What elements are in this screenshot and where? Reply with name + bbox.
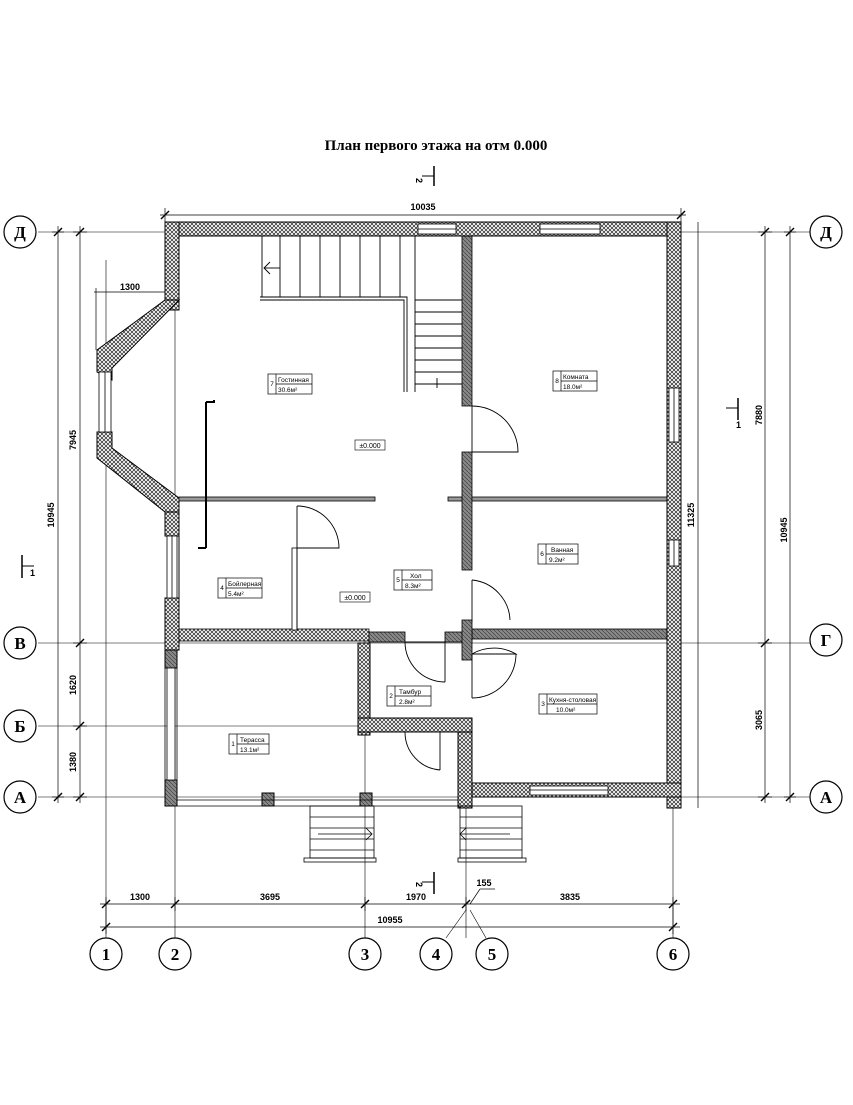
room-area-bedroom: 18.0м² — [563, 384, 583, 391]
section-mark-bottom-label: 2 — [414, 882, 424, 887]
room-area-hall: 8.3м² — [405, 583, 422, 590]
room-area-bathroom: 9.2м² — [549, 557, 566, 564]
dim-bottom-total: 10955 — [377, 915, 402, 925]
room-name-vestibule: Тамбур — [399, 688, 421, 696]
section-mark-top-label: 2 — [414, 178, 424, 183]
dim-bottom-5: 3835 — [560, 892, 580, 902]
room-name-kitchen: Кухня-столовая — [549, 697, 597, 704]
room-name-bathroom: Ванная — [551, 547, 574, 554]
dim-bottom-2: 3695 — [260, 892, 280, 902]
dim-right-1: 7880 — [754, 405, 764, 425]
entrance-stairs — [303, 805, 527, 863]
exterior-walls — [96, 221, 682, 809]
axis-label-right-d: Д — [820, 223, 832, 242]
axis-label-2: 2 — [171, 945, 180, 964]
level-mark-2-text: ±0.000 — [344, 595, 365, 602]
axis-bubble-left-a — [3, 780, 37, 814]
axis-label-left-b: Б — [14, 717, 25, 736]
windows — [98, 223, 680, 796]
axis-label-right-a: А — [820, 788, 833, 807]
stairs — [260, 236, 462, 392]
dim-right-2: 3065 — [754, 710, 764, 730]
room-num-hall: 5 — [396, 577, 400, 584]
axis-bubble-4 — [419, 937, 453, 971]
section-mark-top: 2 — [414, 166, 435, 186]
axis-bubble-left-v — [3, 626, 37, 660]
room-label-boiler: 4 Бойлерная 5.4м² — [217, 577, 263, 599]
room-area-living: 30.6м² — [278, 387, 298, 394]
room-area-kitchen: 10.0м² — [556, 707, 576, 714]
axis-bubble-left-d — [3, 215, 37, 249]
room-num-bedroom: 8 — [555, 378, 559, 385]
partition — [198, 400, 215, 549]
axis-bubble-left-b — [3, 709, 37, 743]
room-label-kitchen: 3 Кухня-столовая 10.0м² — [538, 693, 598, 715]
room-area-terrace: 13.1м² — [240, 747, 260, 754]
section-mark-right-label: 1 — [736, 420, 741, 430]
section-mark-bottom: 2 — [414, 872, 435, 894]
axis-label-6: 6 — [669, 945, 678, 964]
axis-label-1: 1 — [102, 945, 111, 964]
axis-bubble-right-a — [809, 780, 843, 814]
axis-label-4: 4 — [432, 945, 441, 964]
axis-label-left-a: А — [14, 788, 27, 807]
room-label-vestibule: 2 Тамбур 2.8м² — [386, 685, 432, 707]
dim-left-3: 1380 — [68, 752, 78, 772]
section-mark-right: 1 — [726, 398, 741, 430]
room-area-vestibule: 2.8м² — [399, 699, 416, 706]
level-mark-1-text: ±0.000 — [359, 443, 380, 450]
level-mark-1: ±0.000 — [354, 439, 386, 451]
level-mark-2: ±0.000 — [339, 591, 371, 603]
dim-left-1: 7945 — [68, 430, 78, 450]
room-label-hall: 5 Хол 8.3м² — [393, 569, 433, 591]
room-label-terrace: 1 Терасса 13.1м² — [228, 733, 270, 755]
axis-bubble-right-d — [809, 215, 843, 249]
room-num-bathroom: 6 — [540, 551, 544, 558]
room-area-boiler: 5.4м² — [228, 591, 245, 598]
room-num-terrace: 1 — [231, 741, 235, 748]
dim-left-2: 1620 — [68, 675, 78, 695]
dim-right-total: 10945 — [779, 517, 789, 542]
axis-bubble-right-g — [809, 623, 843, 657]
dim-bottom-1: 1300 — [130, 892, 150, 902]
room-name-terrace: Терасса — [240, 737, 265, 744]
room-name-hall: Хол — [410, 573, 422, 580]
room-num-living: 7 — [270, 381, 274, 388]
section-mark-left: 1 — [21, 555, 35, 578]
dim-right-inner: 11325 — [686, 503, 696, 528]
axis-label-left-v: В — [14, 634, 25, 653]
room-num-vestibule: 2 — [389, 693, 393, 700]
axis-bubble-1 — [89, 937, 123, 971]
dimension-ticks — [53, 210, 795, 932]
dim-top-total: 10035 — [410, 202, 435, 212]
plan-title: План первого этажа на отм 0.000 — [325, 138, 548, 154]
room-label-bedroom: 8 Комната 18.0м² — [552, 370, 598, 392]
axis-bubble-2 — [158, 937, 192, 971]
section-mark-left-label: 1 — [30, 568, 35, 578]
room-num-boiler: 4 — [220, 585, 224, 592]
room-num-kitchen: 3 — [541, 701, 545, 708]
axis-label-3: 3 — [361, 945, 370, 964]
dim-left-total: 10945 — [46, 502, 56, 527]
room-label-bathroom: 6 Ванная 9.2м² — [537, 543, 579, 565]
dim-bottom-4: 155 — [476, 878, 491, 888]
axis-grid-lines — [38, 231, 830, 938]
dim-bay-width: 1300 — [120, 282, 140, 292]
doors — [296, 405, 519, 771]
room-label-living: 7 Гостинная 30.6м² — [267, 373, 313, 395]
axis-label-left-d: Д — [14, 223, 26, 242]
room-name-bedroom: Комната — [563, 374, 589, 381]
axis-bubble-6 — [656, 937, 690, 971]
axis-bubble-3 — [348, 937, 382, 971]
dim-bottom-3: 1970 — [406, 892, 426, 902]
room-name-living: Гостинная — [278, 377, 309, 384]
axis-bubble-5 — [475, 937, 509, 971]
axis-label-right-g: Г — [821, 631, 832, 650]
axis-label-5: 5 — [488, 945, 497, 964]
room-name-boiler: Бойлерная — [228, 580, 262, 588]
